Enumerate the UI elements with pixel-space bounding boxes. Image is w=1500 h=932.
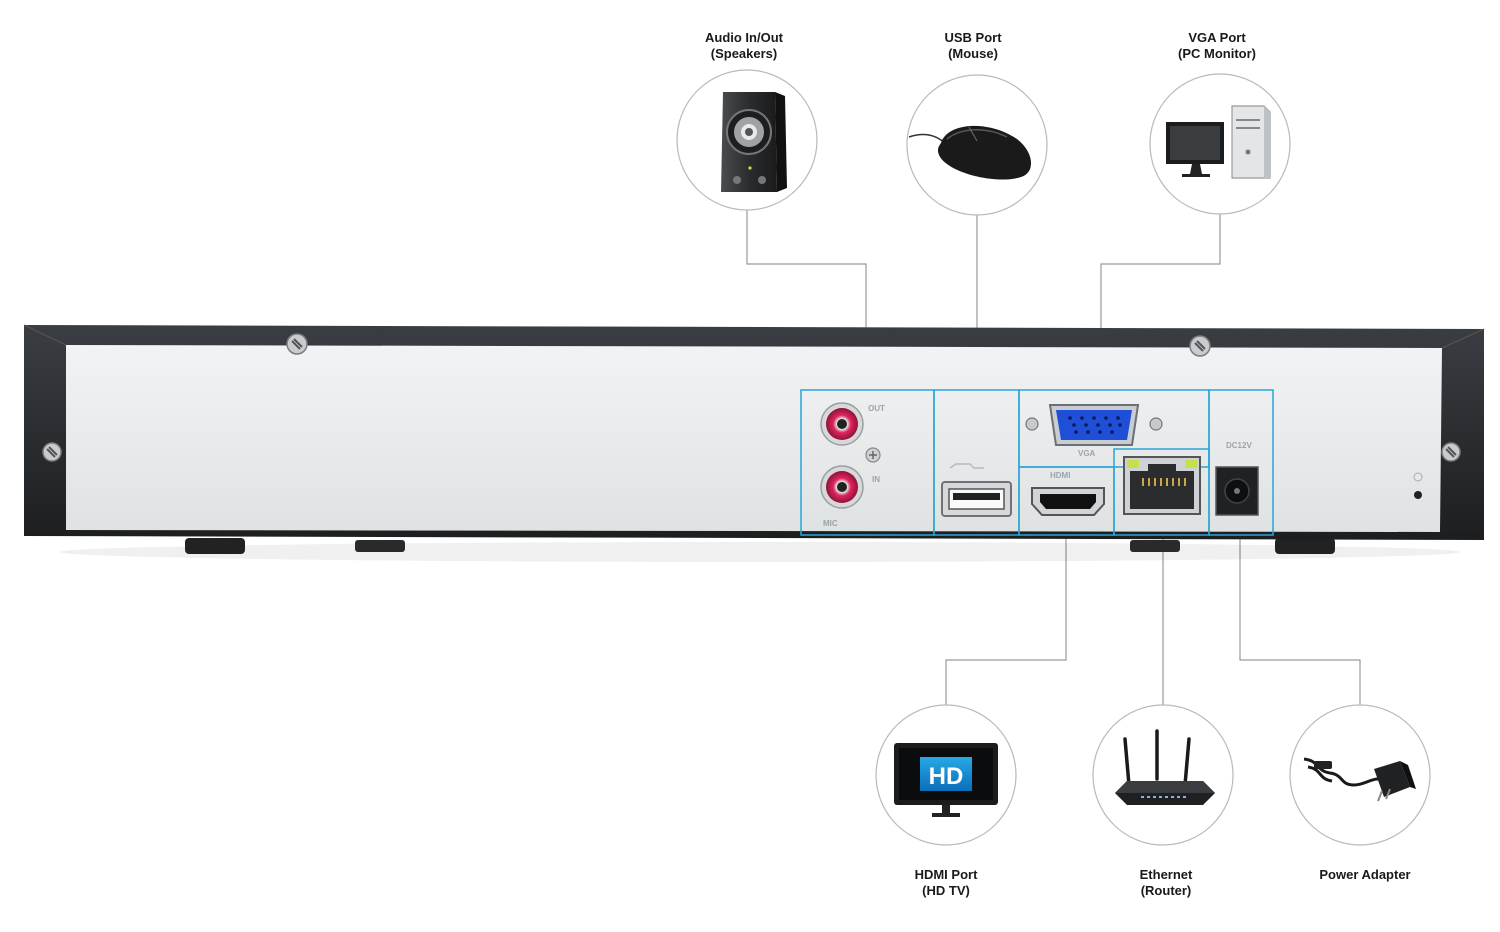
hd-badge: HD xyxy=(929,763,964,790)
label-hdmi: HDMI Port (HD TV) xyxy=(846,867,1046,899)
label-usb-line2: (Mouse) xyxy=(948,46,998,61)
label-power: Power Adapter xyxy=(1265,867,1465,883)
device-foot xyxy=(1130,540,1180,552)
audio-in-marking: IN xyxy=(872,475,880,484)
label-usb-line1: USB Port xyxy=(944,30,1002,45)
label-hdmi-line1: HDMI Port xyxy=(914,867,978,882)
connector-lines xyxy=(746,192,1361,706)
label-vga: VGA Port (PC Monitor) xyxy=(1117,30,1317,62)
dc-power-port: DC12V xyxy=(1215,441,1259,516)
label-audio-line1: Audio In/Out xyxy=(705,30,783,45)
speaker-icon-circle xyxy=(676,69,818,211)
device-foot xyxy=(185,538,245,554)
label-ethernet-line1: Ethernet xyxy=(1139,867,1193,882)
power-indicator-icon xyxy=(1413,472,1423,482)
pc-monitor-icon-circle xyxy=(1149,73,1291,215)
label-hdmi-line2: (HD TV) xyxy=(922,883,970,898)
label-ethernet: Ethernet (Router) xyxy=(1066,867,1266,899)
router-icon-circle xyxy=(1092,704,1234,846)
dc-marking: DC12V xyxy=(1226,441,1252,450)
usb-port xyxy=(941,463,1012,517)
label-vga-line1: VGA Port xyxy=(1188,30,1246,45)
ethernet-port xyxy=(1123,456,1201,515)
hdmi-marking: HDMI xyxy=(1050,471,1070,480)
router-icon xyxy=(1115,729,1215,805)
screw-icon xyxy=(42,442,62,462)
reset-hole xyxy=(1414,491,1422,499)
hd-tv-icon: HD xyxy=(894,743,998,817)
label-usb: USB Port (Mouse) xyxy=(873,30,1073,62)
speaker-icon xyxy=(721,92,787,192)
vga-connector-line xyxy=(1100,212,1221,390)
label-power-line1: Power Adapter xyxy=(1319,867,1411,882)
pc-monitor-icon xyxy=(1166,105,1271,179)
vga-marking: VGA xyxy=(1078,449,1096,458)
screw-icon xyxy=(1441,442,1461,462)
mouse-icon-circle xyxy=(906,74,1048,216)
vga-port: VGA xyxy=(1025,404,1163,458)
hd-tv-icon-circle: HD xyxy=(875,704,1017,846)
label-audio-line2: (Speakers) xyxy=(710,46,778,61)
ground-screw-icon xyxy=(865,447,881,463)
audio-out-marking: OUT xyxy=(868,404,885,413)
power-adapter-icon xyxy=(1303,757,1416,802)
audio-in-jack xyxy=(820,465,864,509)
hdmi-connector-line xyxy=(945,535,1067,706)
port-highlight-boxes xyxy=(800,389,1274,536)
screw-icon xyxy=(1189,335,1211,357)
label-vga-line2: (PC Monitor) xyxy=(1178,46,1256,61)
mic-marking: MIC xyxy=(823,519,838,528)
device-back-panel xyxy=(66,345,1442,532)
label-ethernet-line2: (Router) xyxy=(1140,883,1192,898)
power-adapter-icon-circle xyxy=(1289,704,1431,846)
mouse-icon xyxy=(908,125,1032,180)
audio-connector-line xyxy=(746,192,867,390)
power-port-box xyxy=(1208,389,1274,536)
nvr-device: OUT IN MIC VGA HDMI xyxy=(23,324,1485,562)
screw-icon xyxy=(286,333,308,355)
device-foot xyxy=(355,540,405,552)
device-foot xyxy=(1275,538,1335,554)
hdmi-port: HDMI xyxy=(1031,471,1105,516)
label-audio: Audio In/Out (Speakers) xyxy=(644,30,844,62)
audio-out-jack xyxy=(820,402,864,446)
power-connector-line xyxy=(1239,535,1361,706)
